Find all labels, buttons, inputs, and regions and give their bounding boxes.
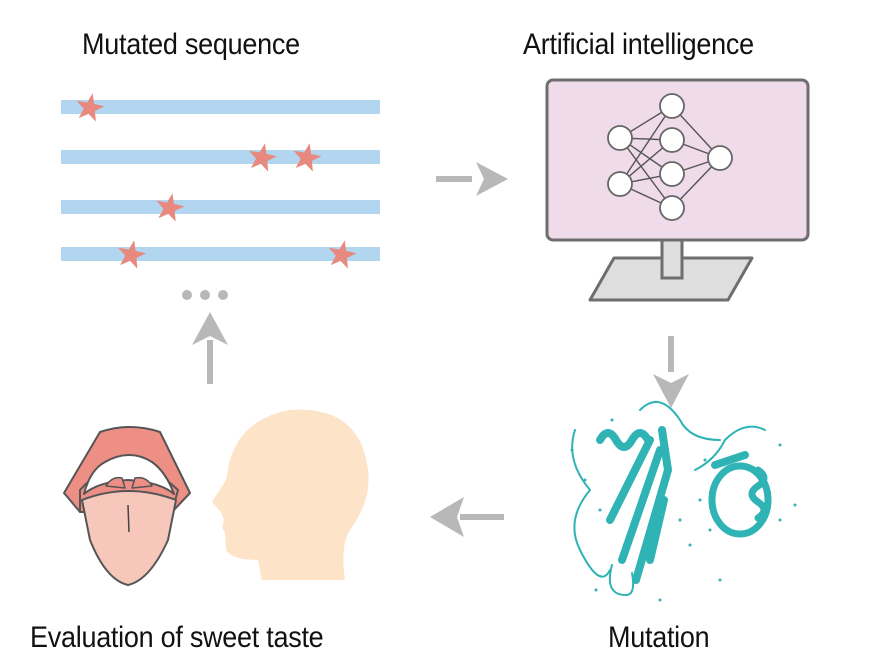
mutated-sequences (61, 93, 380, 269)
arrow-left (430, 497, 504, 537)
arrow-down (653, 336, 689, 408)
protein-structure-icon (570, 401, 797, 602)
sequence-bar (61, 100, 380, 114)
label-evaluation-of-sweet-taste: Evaluation of sweet taste (30, 621, 324, 654)
mutation-star-icon (76, 93, 105, 122)
sequence-bar (61, 150, 380, 164)
arrow-right (436, 162, 508, 196)
label-mutated-sequence: Mutated sequence (82, 28, 300, 61)
computer-monitor-icon (545, 78, 810, 302)
human-head-icon (212, 409, 369, 580)
sequence-bar (61, 247, 380, 261)
mutation-star-icon (293, 143, 322, 172)
continuation-dots (182, 290, 228, 300)
label-artificial-intelligence: Artificial intelligence (523, 28, 754, 61)
monitor-screen (545, 78, 810, 242)
mutation-star-icon (328, 240, 357, 269)
dot (200, 290, 210, 300)
arrow-up (192, 312, 228, 384)
open-mouth-tongue-icon (63, 426, 191, 586)
mutation-star-icon (156, 193, 185, 222)
neural-network-icon (607, 93, 733, 221)
label-mutation: Mutation (608, 621, 710, 654)
monitor-neck (660, 238, 684, 280)
dot (182, 290, 192, 300)
dot (218, 290, 228, 300)
sequence-bar (61, 200, 380, 214)
mutation-star-icon (118, 240, 147, 269)
mutation-star-icon (248, 143, 277, 172)
